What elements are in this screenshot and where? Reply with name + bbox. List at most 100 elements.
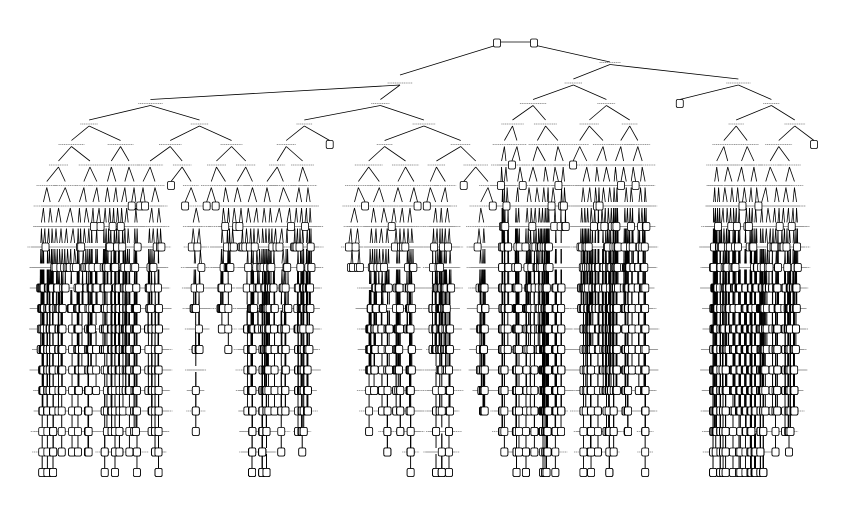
tree-edge — [369, 248, 372, 264]
tree-edge — [299, 228, 301, 244]
tree-edge — [368, 166, 380, 182]
tree-edge — [85, 207, 90, 223]
tree-edge — [423, 125, 461, 141]
tree-edge — [156, 207, 160, 223]
tree-edge — [516, 146, 521, 162]
tree-edge — [401, 207, 405, 223]
tree-edge — [253, 207, 258, 223]
tree-edge — [110, 146, 121, 162]
tree-edge — [532, 105, 546, 121]
tree-edge — [256, 248, 259, 264]
tree-edge — [587, 187, 591, 203]
tree-edge — [61, 248, 64, 264]
tree-edge — [354, 187, 359, 203]
tree-edge — [210, 166, 217, 182]
tree-edge — [151, 207, 154, 223]
tree-edge — [66, 207, 71, 223]
tree-edge — [262, 228, 265, 244]
tree-edge — [256, 207, 259, 223]
tree-edge — [124, 166, 130, 182]
tree-edge — [357, 228, 360, 244]
tree-edge — [60, 228, 63, 244]
tree-edge — [269, 207, 273, 223]
tree-edge — [115, 187, 118, 203]
tree-edge — [149, 207, 153, 223]
tree-edge — [609, 64, 739, 80]
tree-edge — [80, 228, 82, 244]
tree-edge — [222, 187, 226, 203]
tree-edge — [391, 207, 395, 223]
tree-edge — [511, 146, 518, 162]
tree-edge — [110, 166, 117, 182]
tree-edge — [263, 207, 267, 223]
tree-edge — [216, 146, 232, 162]
tree-edge — [307, 187, 311, 203]
tree-edge — [436, 166, 446, 182]
tree-edge — [275, 207, 280, 223]
tree-edge — [225, 187, 229, 203]
tree-edge — [44, 228, 46, 244]
tree-edge — [46, 187, 51, 203]
tree-edge — [77, 207, 80, 223]
tree-edge — [96, 207, 100, 223]
tree-edge — [444, 187, 448, 203]
tree-edge — [573, 84, 607, 100]
tree-edge — [191, 228, 194, 244]
tree-edge — [302, 166, 309, 182]
tree-edge — [48, 228, 50, 244]
tree-edge — [83, 187, 87, 203]
tree-edge — [544, 207, 547, 223]
tree-edge — [266, 187, 271, 203]
tree-edge — [113, 207, 115, 223]
tree-edge — [246, 207, 249, 223]
tree-edge — [426, 187, 431, 203]
tree-edge — [378, 187, 385, 203]
tree-edge — [487, 187, 494, 203]
tree-edge — [121, 187, 126, 203]
tree-edge — [222, 207, 226, 223]
tree-edge — [229, 228, 231, 244]
tree-edge — [589, 125, 604, 141]
tree-edge — [413, 187, 418, 203]
tree-edge — [70, 228, 74, 244]
tree-edge — [240, 207, 243, 223]
tree-edge — [150, 105, 200, 121]
tree-edge — [184, 187, 192, 203]
tree-edge — [381, 228, 384, 244]
tree-edge — [393, 207, 397, 223]
tree-edge — [286, 228, 289, 244]
tree-edge — [221, 207, 224, 223]
tree-edge — [246, 228, 249, 244]
tree-edge — [410, 248, 412, 264]
tree-edge — [282, 187, 290, 203]
tree-edge — [265, 228, 268, 244]
tree-edge — [297, 228, 299, 244]
tree-edge — [64, 187, 71, 203]
tree-edge — [228, 207, 230, 223]
tree-edge — [231, 146, 247, 162]
tree-edge — [126, 207, 129, 223]
tree-edge — [92, 187, 98, 203]
tree-edge — [399, 207, 403, 223]
tree-edge — [579, 146, 588, 162]
tree-edge — [64, 248, 66, 264]
tree-edge — [380, 105, 425, 121]
tree-edge — [88, 228, 91, 244]
tree-edge — [582, 166, 588, 182]
tree-edge — [348, 228, 352, 244]
tree-edge — [150, 84, 401, 100]
tree-edge — [409, 207, 413, 223]
tree-edge — [282, 248, 285, 264]
tree-edge — [501, 146, 505, 162]
tree-edge — [276, 166, 284, 182]
tree-edge — [526, 187, 530, 203]
tree-edge — [87, 248, 89, 264]
tree-edge — [395, 228, 398, 244]
tree-edge — [58, 166, 66, 182]
tree-edge — [501, 166, 503, 182]
tree-edge — [475, 166, 489, 182]
tree-edge — [70, 248, 72, 264]
tree-edge — [268, 228, 271, 244]
tree-edge — [152, 228, 155, 244]
